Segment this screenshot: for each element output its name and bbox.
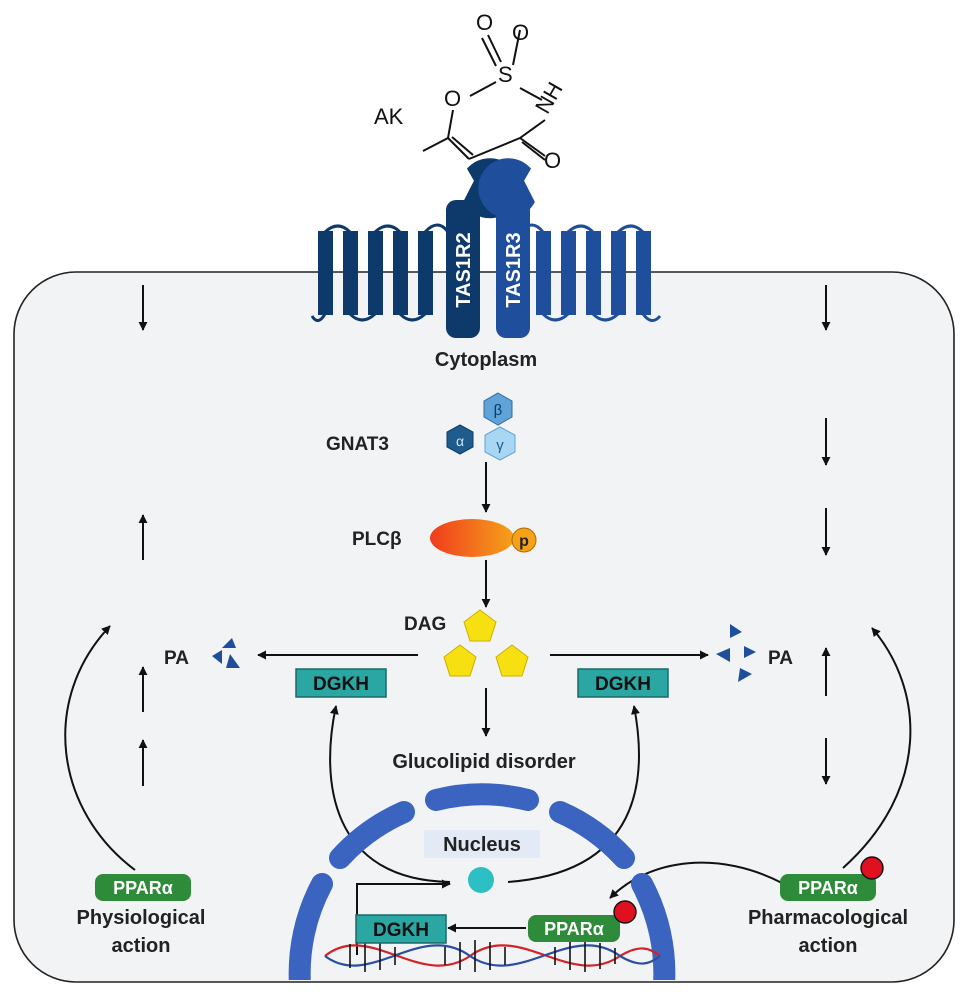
ak-molecule [422, 29, 546, 161]
ppara-right-label: PPARα [798, 878, 858, 898]
pharmacological-label-line2: action [799, 935, 858, 957]
dgkh-nucleus-box [355, 914, 447, 944]
pathway-arrows [64, 285, 912, 955]
tas1r2-label: TAS1R2 [453, 232, 475, 307]
g-gamma-hexagon [484, 426, 516, 461]
ppara-nucleus-box [528, 915, 620, 942]
ppara-nucleus-label: PPARα [544, 919, 604, 939]
dag-pentagon-left [443, 644, 477, 677]
dag-label: DAG [404, 614, 446, 635]
g-alpha-symbol: α [456, 433, 464, 449]
o-top-right: O [512, 20, 529, 45]
phosphate-label: p [519, 533, 529, 550]
nucleus-signal-dot [468, 867, 494, 893]
dag-pentagon-top [463, 609, 497, 642]
ak-label: AK [374, 104, 404, 129]
dgkh-left-label: DGKH [313, 674, 369, 695]
g-beta-symbol: β [494, 402, 503, 419]
dgkh-nucleus-label: DGKH [373, 920, 429, 941]
o-top-left: O [476, 10, 493, 35]
tas1r2-box [446, 200, 480, 338]
ppara-right-ligand-dot [860, 856, 884, 880]
tas1r3-label: TAS1R3 [503, 232, 525, 307]
nucleus-label-bg [424, 830, 540, 858]
g-beta-hexagon [483, 392, 513, 426]
nuclear-envelope [288, 783, 676, 980]
ppara-nucleus-ligand-dot [613, 900, 637, 924]
cytoplasm-label: Cytoplasm [435, 349, 537, 371]
ppara-right-box [780, 874, 876, 901]
nh-group: NH [530, 78, 568, 118]
dna-helix [324, 940, 661, 972]
pa-left-triangles [212, 638, 240, 668]
dgkh-left-box [295, 668, 387, 698]
pa-left-label: PA [164, 648, 189, 669]
gnat3-label: GNAT3 [326, 434, 389, 455]
physiological-label-line1: Physiological [77, 907, 206, 929]
g-alpha-hexagon [446, 424, 474, 455]
dgkh-right-label: DGKH [595, 674, 651, 695]
pa-right-triangles [716, 624, 756, 682]
tas1r3-transmembrane [518, 223, 662, 322]
ppara-left-box [95, 874, 191, 901]
pa-right-label: PA [768, 648, 793, 669]
o-ring: O [444, 86, 461, 111]
g-gamma-symbol: γ [496, 437, 504, 454]
dgkh-right-box [577, 668, 669, 698]
ppara-left-label: PPARα [113, 878, 173, 898]
tas1r2-transmembrane [310, 223, 450, 322]
phosphate-circle [511, 527, 537, 553]
plcb-label: PLCβ [352, 529, 402, 550]
s-atom: S [498, 62, 513, 87]
plcb-enzyme [430, 519, 514, 557]
pharmacological-label-line1: Pharmacological [748, 907, 908, 929]
o-carbonyl: O [544, 148, 561, 173]
nucleus-label: Nucleus [443, 834, 521, 856]
physiological-label-line2: action [112, 935, 171, 957]
tas1r3-box [496, 200, 530, 338]
dag-pentagon-right [495, 644, 529, 677]
glucolipid-disorder-label: Glucolipid disorder [392, 751, 576, 773]
